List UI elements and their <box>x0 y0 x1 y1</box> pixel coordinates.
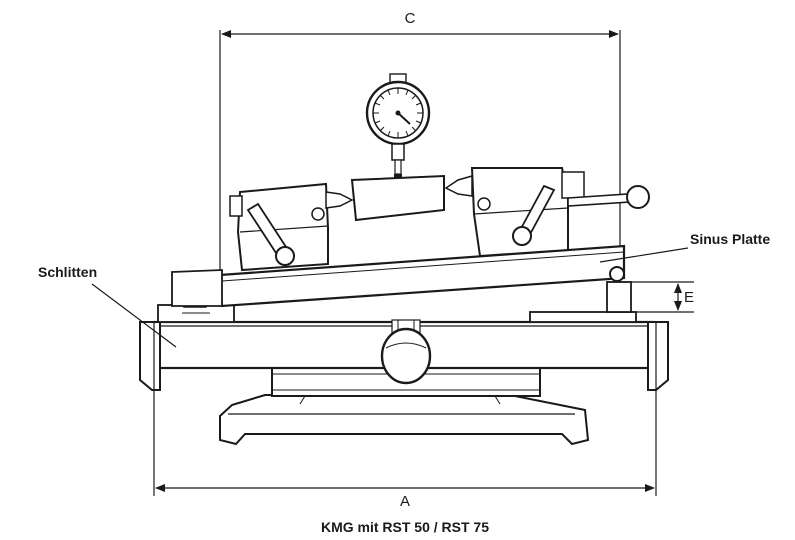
figure-caption: KMG mit RST 50 / RST 75 <box>321 519 489 535</box>
dimension-a: A <box>153 322 657 510</box>
callout-slide: Schlitten <box>38 264 177 348</box>
callout-label-slide: Schlitten <box>38 264 97 280</box>
tailstock-right <box>444 167 650 258</box>
base-foot <box>219 394 590 446</box>
dimension-e: E <box>631 281 694 313</box>
dimension-label-c: C <box>405 10 416 27</box>
callout-sine-plate: Sinus Platte <box>599 231 770 263</box>
leader-line-slide <box>91 283 177 348</box>
dial-ticks <box>373 88 423 138</box>
sine-plate-roller <box>609 266 625 282</box>
slide-handwheel <box>380 327 432 385</box>
leader-line-sine-plate <box>599 247 689 263</box>
sine-plate <box>171 244 626 308</box>
callout-label-sine-plate: Sinus Platte <box>690 231 770 247</box>
gauge-block-e <box>606 281 632 313</box>
slide-end-cap-right <box>647 321 669 391</box>
workpiece <box>350 174 445 222</box>
dimension-label-a: A <box>400 493 410 510</box>
dial-needle <box>397 112 411 125</box>
tailstock-left <box>229 182 354 272</box>
dial-indicator <box>365 73 431 178</box>
slide-end-cap-left <box>139 321 161 391</box>
dimension-label-e: E <box>684 289 694 306</box>
dimension-c: C <box>219 10 621 272</box>
gauge-block <box>529 281 637 323</box>
slide-table <box>139 319 669 391</box>
